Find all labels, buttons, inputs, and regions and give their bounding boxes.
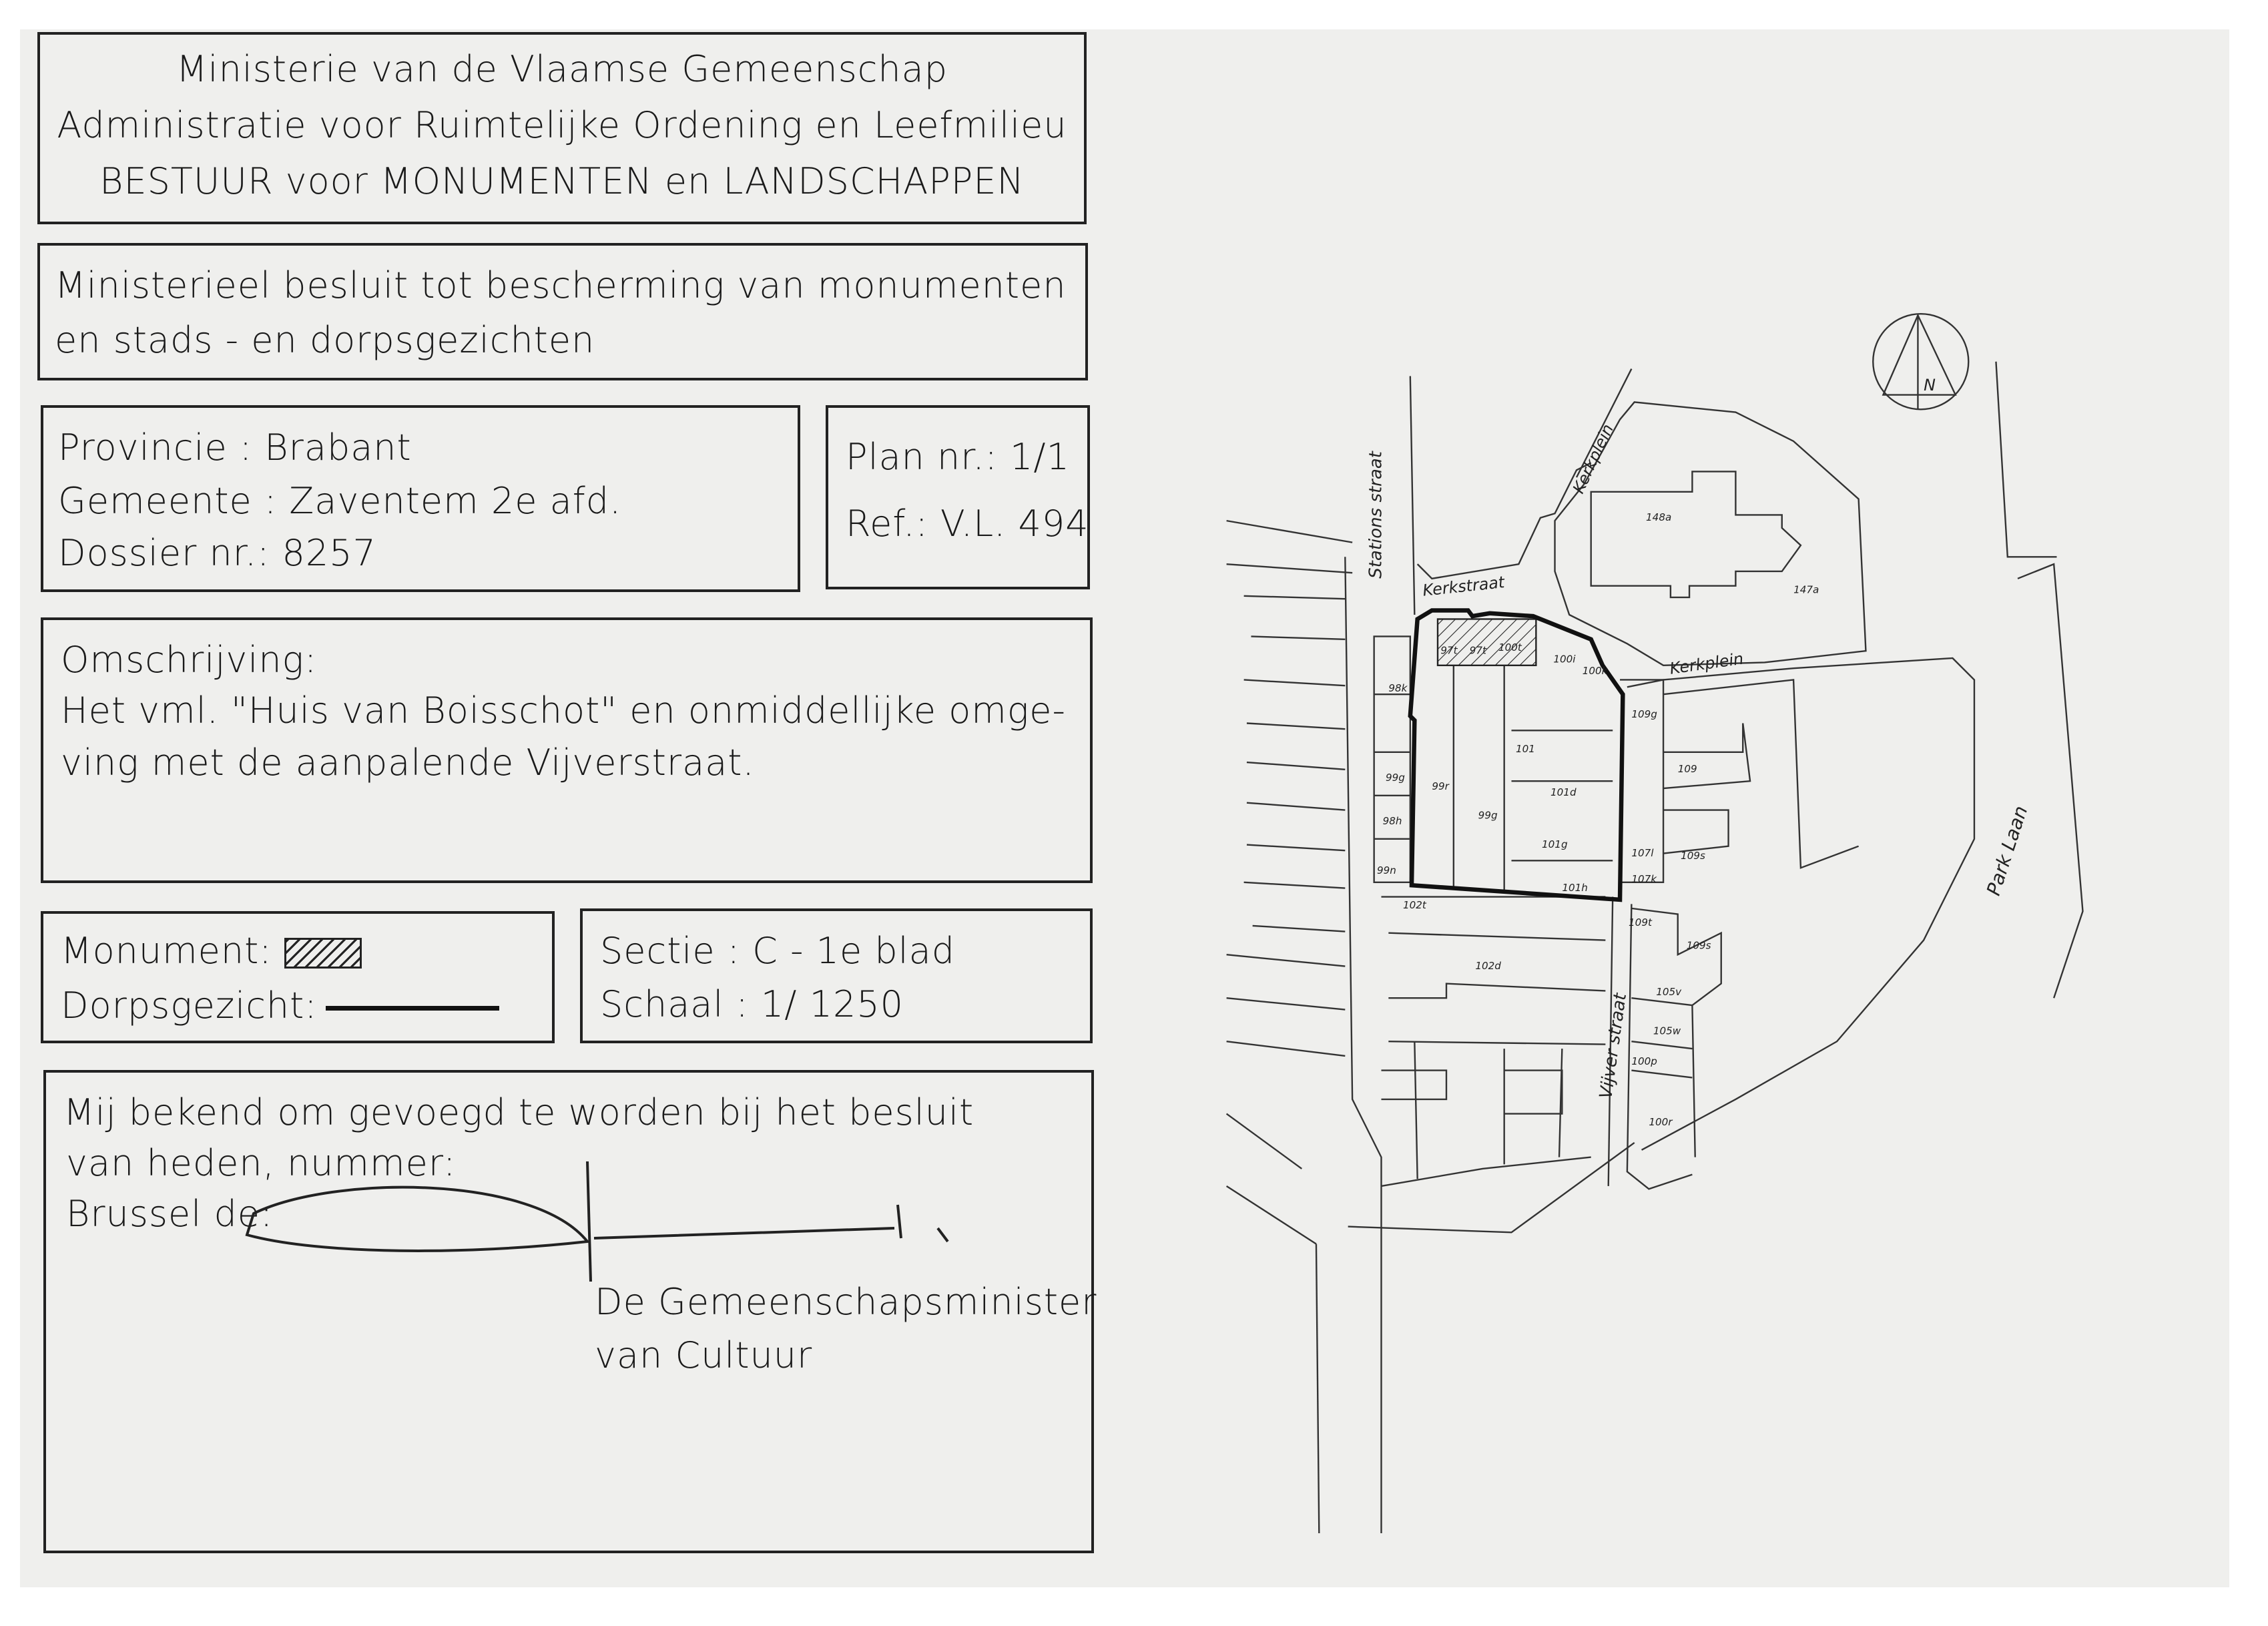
signer-title-2: van Cultuur: [595, 1334, 813, 1376]
parcel-lines: [1373, 635, 1860, 1190]
parcel-number: 99n: [1377, 864, 1396, 876]
parcel-number: 109g: [1631, 708, 1657, 720]
hatch-swatch-icon: [284, 938, 362, 969]
parcel-number: 98k: [1388, 682, 1408, 694]
label-kerkstraat: Kerkstraat: [1422, 573, 1506, 600]
scanned-page: [20, 29, 2229, 1587]
churchyard: [1416, 361, 2084, 1151]
legend-dorpsgezicht-label: Dorpsgezicht:: [61, 985, 318, 1027]
legend-dorpsgezicht: Dorpsgezicht:: [61, 985, 499, 1027]
administration-name: Administratie voor Ruimtelijke Ordening …: [57, 104, 1067, 146]
legend-box: Monument: Dorpsgezicht:: [41, 911, 555, 1043]
parcel-number: 105v: [1656, 986, 1682, 998]
parcel-number: 99r: [1432, 780, 1450, 792]
signature-line-3: Brussel de:: [66, 1193, 274, 1235]
parcel-number: 100k: [1583, 665, 1609, 677]
parcel-number: 109s: [1687, 940, 1711, 952]
parcel-number: 100i: [1553, 653, 1576, 665]
thick-line-swatch-icon: [325, 1005, 499, 1011]
parcel-number: 109s: [1681, 850, 1705, 862]
parcel-number: 97t: [1440, 644, 1458, 656]
parcel-number: 148a: [1646, 511, 1671, 523]
dossier-number: Dossier nr.: 8257: [58, 532, 376, 574]
parcel-number: 99g: [1478, 810, 1498, 822]
parcel-number: 109: [1678, 763, 1697, 775]
parcel-number: 101d: [1550, 786, 1577, 798]
signature-box: Mij bekend om gevoegd te worden bij het …: [43, 1070, 1097, 1553]
church-building: [1590, 471, 1802, 599]
provincie: Provincie : Brabant: [58, 427, 412, 469]
gemeente: Gemeente : Zaventem 2e afd.: [58, 480, 622, 522]
parcel-number: 102d: [1475, 960, 1501, 972]
description-label: Omschrijving:: [61, 639, 318, 681]
plan-number: Plan nr.: 1/1: [846, 436, 1070, 478]
decision-line-2: en stads - en dorpsgezichten: [55, 319, 595, 361]
parcel-number: 98h: [1383, 815, 1402, 827]
monument-hatched-area: [1436, 618, 1537, 667]
parcel-number: 107l: [1631, 847, 1654, 859]
signature-line-2: van heden, nummer:: [66, 1142, 457, 1184]
schaal: Schaal : 1/ 1250: [600, 983, 904, 1025]
label-parklaan: Park Laan: [1982, 803, 2032, 898]
signer-title-1: De Gemeenschapsminister: [595, 1281, 1097, 1323]
label-stationsstraat: Stations straat: [1366, 451, 1386, 579]
legend-monument-label: Monument:: [61, 930, 272, 972]
north-arrow-icon: [1872, 313, 1970, 411]
handwritten-signature: [245, 1161, 949, 1282]
parcel-number: 105w: [1653, 1025, 1681, 1037]
parcel-number: 101h: [1562, 882, 1588, 894]
parcel-number: 100r: [1649, 1116, 1673, 1128]
parcel-number: 100p: [1631, 1055, 1657, 1067]
parcel-number: 101g: [1542, 838, 1568, 850]
sectie: Sectie : C - 1e blad: [600, 930, 956, 972]
decision-line-1: Ministerieel besluit tot bescherming van…: [55, 264, 1067, 306]
parcel-number: 101: [1516, 743, 1535, 755]
description-box: Omschrijving: Het vml. "Huis van Boissch…: [41, 617, 1093, 883]
plan-box: Plan nr.: 1/1 Ref.: V.L. 494: [826, 405, 1090, 589]
reference: Ref.: V.L. 494: [846, 503, 1089, 545]
dorpsgezicht-boundary: [1408, 608, 1625, 902]
description-line-2: ving met de aanpalende Vijverstraat.: [61, 742, 755, 784]
parcel-numbers: 148a 147a 97t 97t 100t 100i 100k 98k 99g…: [1377, 511, 1819, 1128]
section-box: Sectie : C - 1e blad Schaal : 1/ 1250: [580, 908, 1093, 1043]
signature-line-1: Mij bekend om gevoegd te worden bij het …: [63, 1091, 974, 1133]
description-line-1: Het vml. "Huis van Boisschot" en onmidde…: [61, 690, 1067, 732]
legend-monument: Monument:: [61, 930, 362, 972]
parcel-number: 107k: [1631, 873, 1657, 885]
north-label: N: [1924, 376, 1936, 394]
parcel-number: 100t: [1498, 641, 1522, 653]
label-kerkplein-diagonal: Kerkplein: [1569, 421, 1617, 497]
label-vijverstraat: Vijver straat: [1596, 991, 1631, 1099]
location-box: Provincie : Brabant Gemeente : Zaventem …: [41, 405, 800, 592]
parcel-number: 147a: [1793, 583, 1819, 595]
stationsstraat-road: [1225, 376, 1635, 1534]
bureau-name: BESTUUR voor MONUMENTEN en LANDSCHAPPEN: [99, 160, 1025, 202]
parcel-number: 102t: [1403, 899, 1427, 911]
parcel-number: 99g: [1386, 772, 1405, 784]
ministry-name: Ministerie van de Vlaamse Gemeenschap: [176, 48, 948, 90]
parcel-number: 109t: [1629, 916, 1653, 928]
parcel-number: 97t: [1470, 644, 1487, 656]
ministry-header-box: Ministerie van de Vlaamse Gemeenschap Ad…: [37, 32, 1087, 224]
decision-box: Ministerieel besluit tot bescherming van…: [37, 243, 1088, 380]
